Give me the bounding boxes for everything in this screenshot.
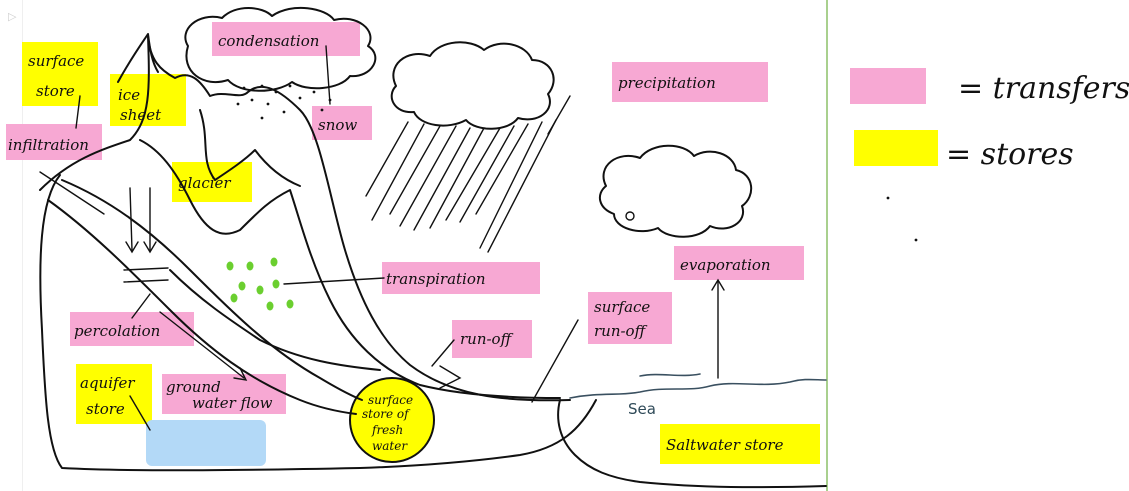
aquifer-water xyxy=(146,420,266,466)
legend-transfers-label: = transfers xyxy=(958,71,1129,106)
condensation-label: condensation xyxy=(218,32,319,50)
legend: = transfers = stores xyxy=(850,68,1129,241)
aquifer-store-label-line2: store xyxy=(86,400,125,418)
snow-label: snow xyxy=(318,116,357,134)
surface-store-label-line1: surface xyxy=(28,52,84,70)
percolation-bar-2 xyxy=(124,280,168,282)
glacier-label: glacier xyxy=(178,174,231,192)
surface-runoff-pointer xyxy=(532,320,578,402)
percolation-label: percolation xyxy=(74,322,160,340)
transpiration-label: transpiration xyxy=(386,270,486,288)
precipitation-rain xyxy=(366,120,556,252)
freshwater-store-label-line2: store of xyxy=(362,407,411,421)
evaporation-label: evaporation xyxy=(680,256,771,274)
legend-transfer-swatch xyxy=(850,68,926,104)
rain-cloud xyxy=(392,42,554,128)
legend-store-swatch xyxy=(854,130,938,166)
surface-runoff-label-line1: surface xyxy=(594,298,650,316)
infiltration-label: infiltration xyxy=(8,136,89,154)
transpiration-pointer xyxy=(284,278,384,284)
groundwater-flow-label-line2: water flow xyxy=(192,394,273,412)
runoff-label: run-off xyxy=(460,330,514,348)
percolation-bar-1 xyxy=(124,268,168,270)
freshwater-store-label-line4: water xyxy=(372,439,408,453)
surface-runoff-label-line2: run-off xyxy=(594,322,648,340)
sea-label: Sea xyxy=(628,400,656,418)
legend-stores-label: = stores xyxy=(946,137,1074,172)
surface-store-label-line2: store xyxy=(36,82,75,100)
freshwater-store-label-line1: surface xyxy=(368,393,413,407)
ice-sheet-label-line2: sheet xyxy=(120,106,162,124)
saltwater-store-label: Saltwater store xyxy=(666,436,784,454)
freshwater-store-label-line3: fresh xyxy=(371,423,403,437)
infiltration-arrow-1 xyxy=(130,188,132,250)
precipitation-pointer xyxy=(548,96,570,134)
sea-cloud xyxy=(600,146,751,237)
precipitation-label: precipitation xyxy=(618,74,716,92)
runoff-pointer xyxy=(432,340,454,366)
ice-sheet-label-line1: ice xyxy=(118,86,140,104)
aquifer-store-label-line1: aquifer xyxy=(80,374,135,392)
